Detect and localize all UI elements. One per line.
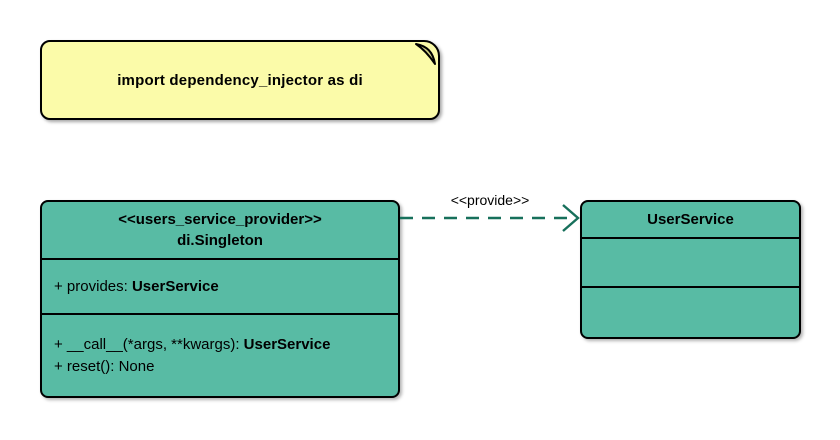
method-call: + __call__(*args, **kwargs): UserService	[54, 335, 331, 353]
code-note: import dependency_injector as di	[40, 40, 440, 120]
provide-dependency-arrow	[400, 204, 580, 232]
provider-class-attributes: + provides: UserService	[42, 260, 398, 315]
method-reset: + reset(): None	[54, 357, 155, 375]
note-fold-icon	[415, 43, 436, 65]
note-text: import dependency_injector as di	[117, 71, 363, 89]
provide-arrow-label: <<provide>>	[450, 192, 530, 208]
user-service-class-header: UserService	[582, 202, 799, 239]
open-arrowhead-icon	[562, 204, 580, 232]
user-service-class-name: UserService	[647, 211, 734, 228]
provider-class-methods: + __call__(*args, **kwargs): UserService…	[42, 315, 398, 396]
provider-class-header: <<users_service_provider>> di.Singleton	[42, 202, 398, 260]
provider-class-name: di.Singleton	[177, 232, 263, 249]
class-users-service-provider: <<users_service_provider>> di.Singleton …	[40, 200, 400, 398]
attribute-provides: + provides: UserService	[54, 277, 219, 295]
user-service-methods-empty	[582, 288, 799, 337]
provider-class-stereotype: <<users_service_provider>>	[118, 211, 322, 228]
user-service-attributes-empty	[582, 239, 799, 288]
class-user-service: UserService	[580, 200, 801, 339]
